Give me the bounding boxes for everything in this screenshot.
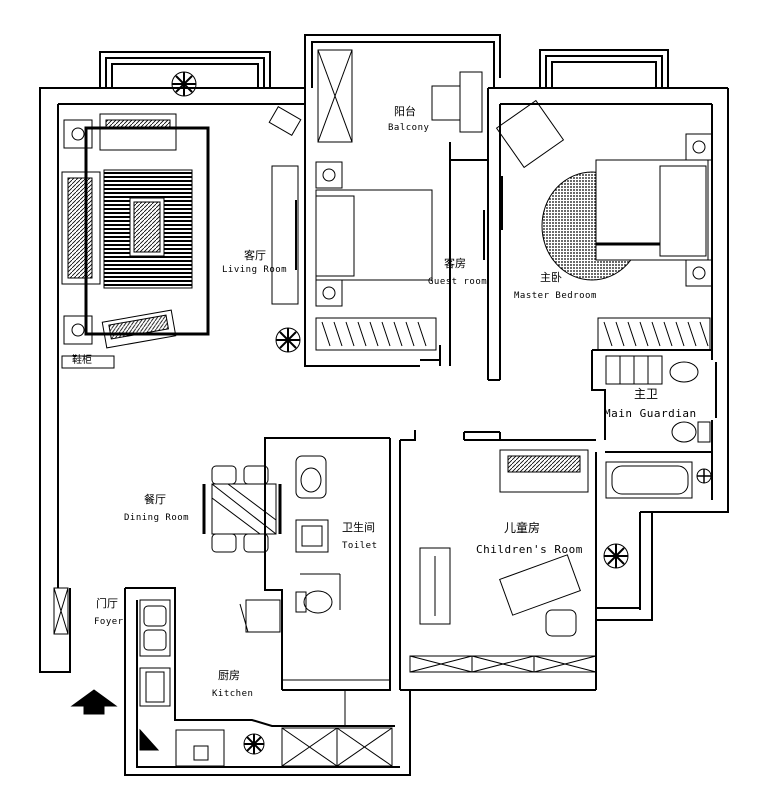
main-bath-label-en: Main Guardian (604, 407, 697, 420)
dining-room-label-zh: 餐厅 (144, 493, 166, 506)
children-room-label-en: Children's Room (476, 543, 583, 556)
shoe-cabinet-label: 鞋柜 (72, 355, 92, 366)
exterior-walls (40, 35, 728, 775)
entry-arrow-icon (72, 690, 116, 714)
potted-plant-icon (244, 734, 264, 754)
potted-plant-icon (604, 544, 628, 568)
toilet-label-en: Toilet (342, 541, 378, 551)
foyer-label-en: Foyer (94, 617, 124, 627)
kitchen-label-zh: 厨房 (218, 669, 240, 682)
living-room-label-zh: 客厅 (244, 249, 266, 262)
children-room-label-zh: 儿童房 (504, 521, 541, 535)
balcony-label-zh: 阳台 (394, 105, 416, 118)
balcony-label-en: Balcony (388, 123, 430, 133)
potted-plant-icon (276, 328, 300, 352)
guest-room-label-zh: 客房 (444, 257, 466, 270)
kitchen-label-en: Kitchen (212, 689, 254, 699)
toilet-label-zh: 卫生间 (342, 521, 375, 534)
lamp-icon (697, 469, 711, 483)
master-bedroom-label-en: Master Bedroom (514, 291, 597, 301)
guest-room-label-en: Guest room (428, 277, 488, 287)
foyer-label-zh: 门厅 (96, 597, 118, 610)
living-room-label-en: Living Room (222, 265, 288, 275)
master-bedroom-label-zh: 主卧 (540, 271, 562, 284)
potted-plant-icon (172, 72, 196, 96)
main-bath-label-zh: 主卫 (634, 387, 659, 401)
furniture (54, 50, 716, 766)
dining-room-label-en: Dining Room (124, 513, 190, 523)
